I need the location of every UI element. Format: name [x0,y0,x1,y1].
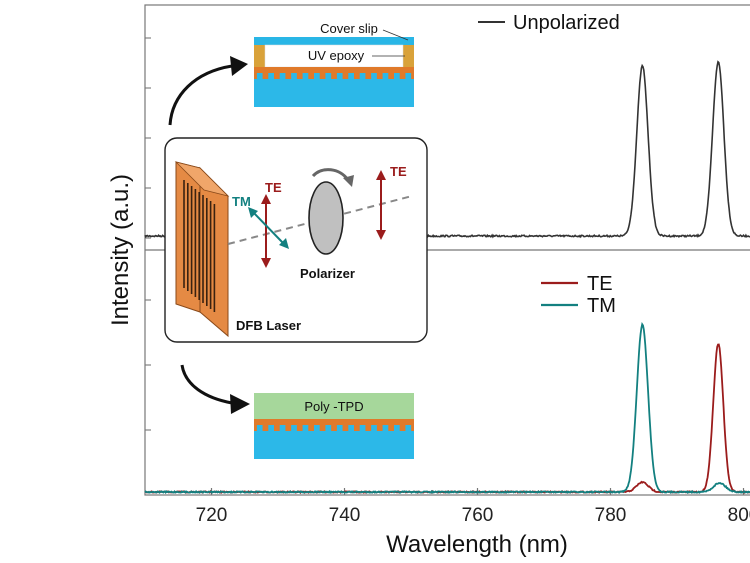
polarization-setup-inset: DFB Laser Polarizer TE TM TE [164,137,428,343]
x-tick-label: 800 [728,505,750,526]
polarizer-label: Polarizer [300,266,355,281]
legend-label-unpolarized: Unpolarized [513,12,620,34]
cover-slip-label: Cover slip [320,21,378,36]
polarizer-ellipse [308,181,344,255]
x-tick-label: 780 [595,505,627,526]
x-tick-label: 760 [462,505,494,526]
cover-slip-layer [254,37,414,45]
inset-frame [164,137,428,343]
legend-bottom: TE TM [541,273,616,317]
curved-arrow-down [180,364,250,414]
legend-label-tm: TM [587,295,616,317]
epoxy-right [403,45,414,67]
poly-tpd-layer [254,393,414,419]
x-ticks: 720 740 760 780 800 [196,488,750,526]
substrate-top [254,73,414,107]
substrate-bottom [254,425,414,459]
legend-label-te: TE [587,273,613,295]
series-tm-line [144,322,750,495]
y-axis-title: Intensity (a.u.) [107,174,134,326]
uv-epoxy-label: UV epoxy [308,48,365,63]
grating-layer-bottom [254,419,414,431]
device-schematic-bottom: Poly -TPD [254,393,414,459]
grating-layer-top [254,67,414,79]
curved-arrow-up [168,56,248,126]
tm-label: TM [232,194,251,209]
y-ticks [145,37,151,493]
te-label-left: TE [265,180,282,195]
tm-arrow [248,207,289,249]
device-schematic-top: Cover slip UV epoxy [254,21,414,107]
epoxy-left [254,45,265,67]
te-label-right: TE [390,164,407,179]
dfb-laser-label: DFB Laser [236,318,301,333]
poly-tpd-label: Poly -TPD [304,399,363,414]
x-axis-title: Wavelength (nm) [386,531,568,558]
te-arrow-left [261,194,271,268]
legend-top: Unpolarized [478,12,620,34]
series-te-line [144,343,750,495]
te-arrow-right [376,170,386,240]
x-tick-label: 720 [196,505,228,526]
x-tick-label: 740 [329,505,361,526]
